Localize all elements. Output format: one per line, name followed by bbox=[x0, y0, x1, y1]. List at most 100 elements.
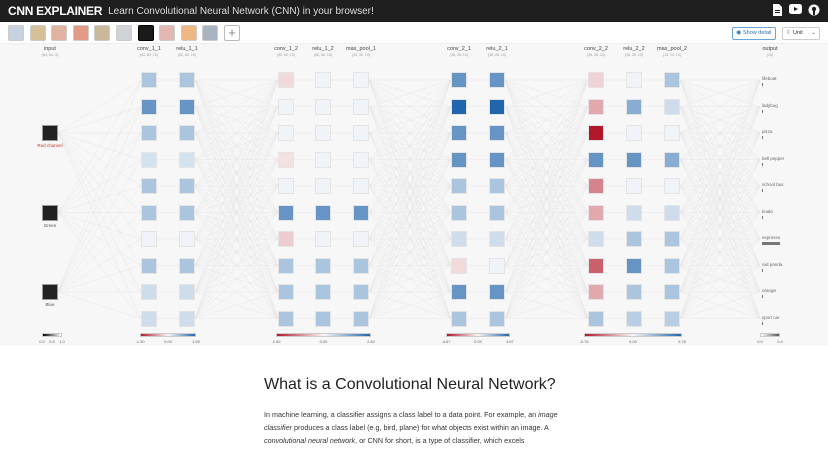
feature-map-conv_1_2[interactable] bbox=[278, 151, 294, 168]
feature-map-relu_2_1[interactable] bbox=[489, 151, 505, 168]
input-channel-node[interactable] bbox=[42, 125, 58, 141]
feature-map-conv_2_2[interactable] bbox=[588, 178, 604, 194]
feature-map-conv_2_1[interactable] bbox=[451, 231, 467, 247]
github-icon[interactable] bbox=[807, 4, 820, 17]
feature-map-max_pool_1[interactable] bbox=[353, 310, 369, 327]
feature-map-conv_2_1[interactable] bbox=[451, 284, 467, 300]
thumbnail-orange[interactable] bbox=[180, 25, 197, 41]
feature-map-max_pool_1[interactable] bbox=[353, 284, 369, 300]
feature-map-relu_1_2[interactable] bbox=[315, 98, 331, 115]
feature-map-relu_1_2[interactable] bbox=[315, 178, 331, 194]
feature-map-conv_1_1[interactable] bbox=[141, 257, 157, 274]
feature-map-conv_1_1[interactable] bbox=[141, 231, 157, 247]
feature-map-conv_1_2[interactable] bbox=[278, 284, 294, 300]
thumbnail-koala[interactable] bbox=[116, 25, 132, 41]
thumbnail-ladybug[interactable] bbox=[29, 25, 46, 41]
feature-map-relu_2_1[interactable] bbox=[489, 231, 505, 247]
feature-map-conv_2_2[interactable] bbox=[588, 231, 604, 247]
feature-map-conv_2_1[interactable] bbox=[451, 125, 467, 141]
feature-map-relu_1_1[interactable] bbox=[179, 98, 195, 115]
feature-map-relu_2_1[interactable] bbox=[489, 284, 505, 300]
feature-map-relu_1_2[interactable] bbox=[315, 284, 331, 300]
feature-map-max_pool_2[interactable] bbox=[664, 72, 680, 88]
input-channel-node[interactable] bbox=[42, 284, 58, 300]
feature-map-relu_1_1[interactable] bbox=[179, 178, 195, 194]
feature-map-conv_2_1[interactable] bbox=[451, 178, 467, 194]
feature-map-relu_1_2[interactable] bbox=[315, 310, 331, 327]
feature-map-max_pool_1[interactable] bbox=[353, 257, 369, 274]
feature-map-relu_2_2[interactable] bbox=[626, 125, 642, 141]
feature-map-max_pool_2[interactable] bbox=[664, 151, 680, 168]
feature-map-max_pool_1[interactable] bbox=[353, 231, 369, 247]
thumbnail-bell-pepper[interactable] bbox=[72, 25, 89, 41]
feature-map-max_pool_2[interactable] bbox=[664, 204, 680, 221]
feature-map-relu_2_2[interactable] bbox=[626, 178, 642, 194]
feature-map-conv_2_2[interactable] bbox=[588, 310, 604, 327]
feature-map-relu_1_1[interactable] bbox=[179, 125, 195, 141]
feature-map-relu_2_1[interactable] bbox=[489, 257, 505, 274]
feature-map-max_pool_2[interactable] bbox=[664, 98, 680, 115]
feature-map-relu_2_2[interactable] bbox=[626, 231, 642, 247]
thumbnail-sport-car[interactable] bbox=[202, 25, 219, 41]
feature-map-max_pool_2[interactable] bbox=[664, 284, 680, 300]
feature-map-relu_2_1[interactable] bbox=[489, 310, 505, 327]
feature-map-relu_1_1[interactable] bbox=[179, 257, 195, 274]
feature-map-conv_1_1[interactable] bbox=[141, 310, 157, 327]
thumbnail-school-bus[interactable] bbox=[94, 25, 111, 41]
feature-map-relu_2_1[interactable] bbox=[489, 204, 505, 221]
feature-map-conv_2_1[interactable] bbox=[451, 204, 467, 221]
feature-map-conv_1_2[interactable] bbox=[278, 204, 294, 221]
feature-map-relu_2_1[interactable] bbox=[489, 72, 505, 88]
feature-map-conv_2_2[interactable] bbox=[588, 151, 604, 168]
feature-map-max_pool_1[interactable] bbox=[353, 178, 369, 194]
feature-map-conv_1_1[interactable] bbox=[141, 72, 157, 88]
feature-map-relu_2_1[interactable] bbox=[489, 98, 505, 115]
feature-map-relu_1_2[interactable] bbox=[315, 204, 331, 221]
thumbnail-pizza[interactable] bbox=[51, 25, 68, 41]
thumbnail-red-panda[interactable] bbox=[159, 25, 176, 41]
feature-map-max_pool_2[interactable] bbox=[664, 257, 680, 274]
thumbnail-espresso[interactable] bbox=[137, 25, 154, 41]
feature-map-conv_2_1[interactable] bbox=[451, 310, 467, 327]
feature-map-relu_1_1[interactable] bbox=[179, 151, 195, 168]
feature-map-conv_1_1[interactable] bbox=[141, 178, 157, 194]
feature-map-relu_1_1[interactable] bbox=[179, 284, 195, 300]
feature-map-relu_1_1[interactable] bbox=[179, 310, 195, 327]
feature-map-relu_1_2[interactable] bbox=[315, 151, 331, 168]
feature-map-conv_2_1[interactable] bbox=[451, 257, 467, 274]
app-logo[interactable]: CNN EXPLAINER bbox=[8, 4, 103, 18]
feature-map-relu_2_1[interactable] bbox=[489, 178, 505, 194]
feature-map-relu_1_1[interactable] bbox=[179, 231, 195, 247]
feature-map-relu_2_1[interactable] bbox=[489, 125, 505, 141]
feature-map-relu_1_1[interactable] bbox=[179, 72, 195, 88]
feature-map-max_pool_2[interactable] bbox=[664, 178, 680, 194]
feature-map-conv_1_1[interactable] bbox=[141, 204, 157, 221]
add-image-button[interactable]: + bbox=[224, 25, 240, 41]
feature-map-conv_2_1[interactable] bbox=[451, 72, 467, 88]
feature-map-max_pool_1[interactable] bbox=[353, 125, 369, 141]
feature-map-conv_1_1[interactable] bbox=[141, 125, 157, 141]
feature-map-conv_2_2[interactable] bbox=[588, 72, 604, 88]
feature-map-relu_1_2[interactable] bbox=[315, 72, 331, 88]
feature-map-relu_2_2[interactable] bbox=[626, 204, 642, 221]
feature-map-max_pool_2[interactable] bbox=[664, 125, 680, 141]
feature-map-max_pool_2[interactable] bbox=[664, 231, 680, 247]
feature-map-max_pool_1[interactable] bbox=[353, 98, 369, 115]
feature-map-conv_1_2[interactable] bbox=[278, 125, 294, 141]
feature-map-conv_1_1[interactable] bbox=[141, 98, 157, 115]
feature-map-max_pool_1[interactable] bbox=[353, 151, 369, 168]
feature-map-conv_1_1[interactable] bbox=[141, 151, 157, 168]
youtube-icon[interactable] bbox=[789, 4, 802, 17]
feature-map-conv_1_2[interactable] bbox=[278, 72, 294, 88]
feature-map-relu_2_2[interactable] bbox=[626, 284, 642, 300]
feature-map-conv_1_2[interactable] bbox=[278, 231, 294, 247]
feature-map-relu_2_2[interactable] bbox=[626, 72, 642, 88]
feature-map-conv_2_1[interactable] bbox=[451, 151, 467, 168]
feature-map-relu_1_2[interactable] bbox=[315, 257, 331, 274]
feature-map-relu_2_2[interactable] bbox=[626, 151, 642, 168]
input-channel-node[interactable] bbox=[42, 204, 58, 221]
feature-map-conv_1_2[interactable] bbox=[278, 257, 294, 274]
feature-map-max_pool_1[interactable] bbox=[353, 204, 369, 221]
feature-map-conv_2_2[interactable] bbox=[588, 257, 604, 274]
feature-map-relu_2_2[interactable] bbox=[626, 98, 642, 115]
